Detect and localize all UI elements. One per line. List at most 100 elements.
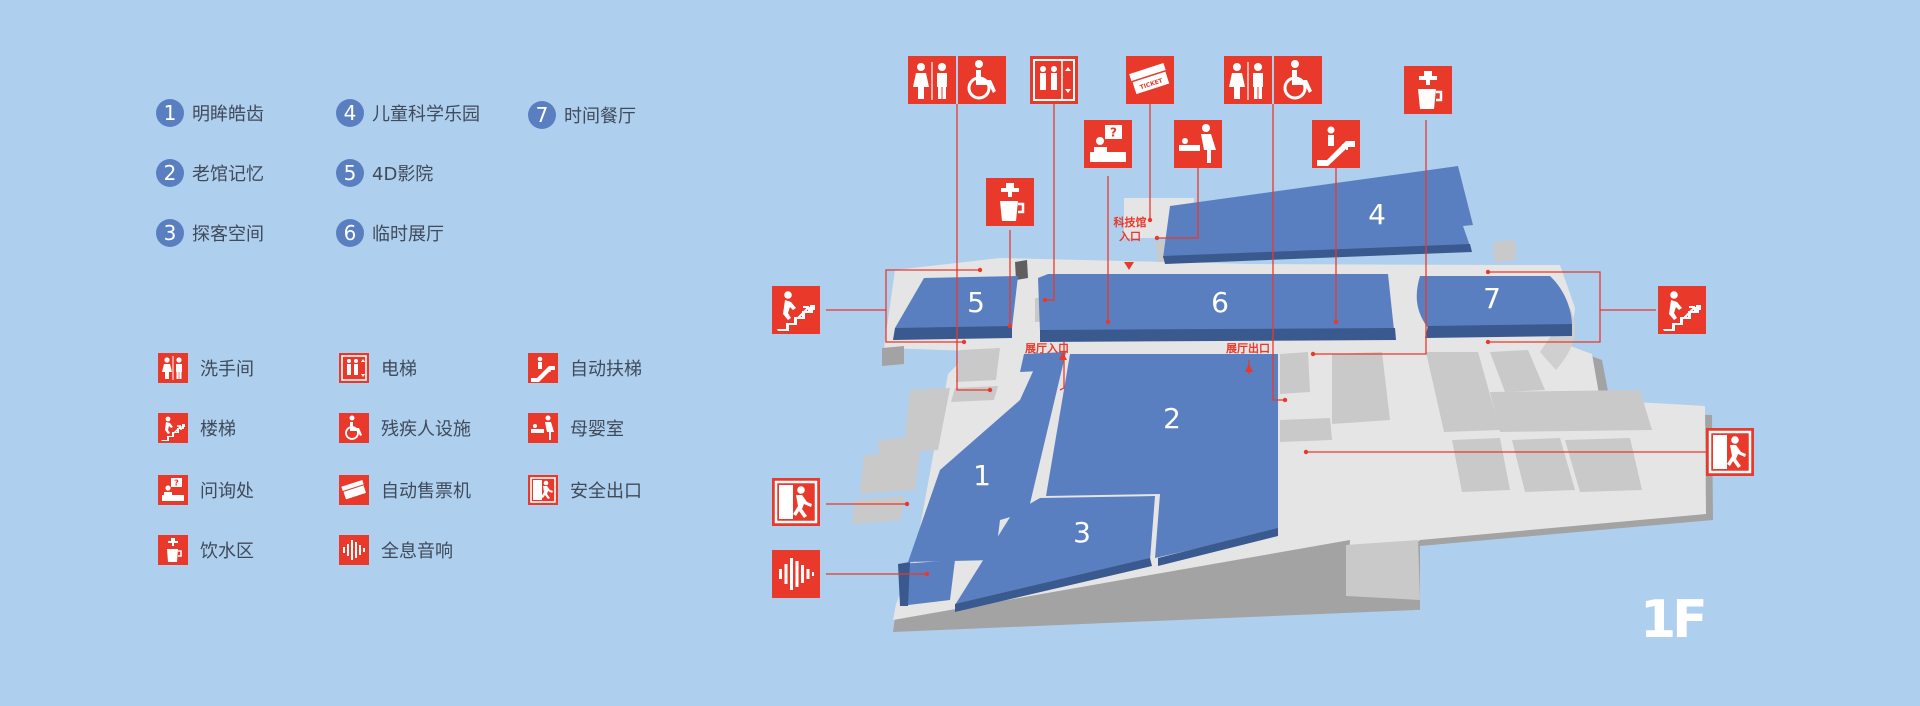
holographic-audio-icon bbox=[772, 550, 820, 598]
legend-stairs: 楼梯 bbox=[158, 413, 236, 443]
accessibility-icon bbox=[1274, 56, 1322, 104]
map-zone-number-5: 5 bbox=[967, 286, 985, 319]
hall-exit-label: 展厅出口 bbox=[1225, 341, 1270, 355]
legend-information: ? 问询处 bbox=[158, 475, 254, 505]
facility-label: 自动扶梯 bbox=[570, 359, 642, 380]
ticket-machine-icon: TICKET bbox=[1126, 56, 1174, 104]
facility-label: 自动售票机 bbox=[381, 481, 471, 502]
map-icon-restroom-accessible-right bbox=[1224, 56, 1322, 104]
map-icon-emergency-exit-left bbox=[772, 478, 820, 526]
accessibility-icon bbox=[958, 56, 1006, 104]
emergency-exit-icon bbox=[772, 478, 820, 526]
floor-indicator: 1F bbox=[1640, 590, 1708, 650]
legend-ticket-machine: 自动售票机 bbox=[339, 475, 471, 505]
map-zone-number-2: 2 bbox=[1163, 402, 1181, 435]
map-icon-escalator-top bbox=[1312, 120, 1360, 168]
emergency-exit-icon bbox=[1706, 428, 1754, 476]
zone-legend-item-3: 3 探客空间 bbox=[156, 219, 264, 247]
zone-number-badge: 3 bbox=[156, 219, 184, 247]
zone-number-badge: 4 bbox=[336, 99, 364, 127]
zone-label: 4D影院 bbox=[372, 164, 434, 185]
restroom-icon bbox=[1224, 56, 1272, 104]
accessibility-icon bbox=[339, 413, 369, 443]
zone-area-7 bbox=[1416, 276, 1572, 338]
legend-accessibility: 残疾人设施 bbox=[339, 413, 471, 443]
exhibition-zones bbox=[893, 166, 1572, 612]
hall-entrance-label: 展厅入口 bbox=[1024, 342, 1069, 355]
information-desk-icon: ? bbox=[1084, 120, 1132, 168]
drinking-water-icon bbox=[986, 178, 1034, 226]
leader-lines bbox=[826, 100, 1706, 575]
stairs-icon bbox=[772, 286, 820, 334]
science-museum-entrance-label-1: 科技馆 bbox=[1114, 215, 1147, 229]
map-zone-number-4: 4 bbox=[1368, 198, 1386, 231]
map-icon-drinking-water-left bbox=[986, 178, 1034, 226]
zone-area-3 bbox=[955, 496, 1155, 612]
map-icon-baby-care bbox=[1174, 120, 1222, 168]
zone-legend-item-5: 5 4D影院 bbox=[336, 159, 433, 187]
svg-text:?: ? bbox=[174, 479, 179, 488]
facility-label: 全息音响 bbox=[381, 541, 453, 562]
science-museum-entrance-label-2: 入口 bbox=[1119, 230, 1141, 243]
baby-care-room-icon bbox=[1174, 120, 1222, 168]
restroom-icon bbox=[158, 353, 188, 383]
zone-number-badge: 6 bbox=[336, 219, 364, 247]
facility-label: 洗手间 bbox=[200, 359, 254, 380]
escalator-icon bbox=[1312, 120, 1360, 168]
facility-label: 饮水区 bbox=[200, 541, 254, 562]
facility-label: 电梯 bbox=[381, 359, 417, 380]
zone-legend-item-7: 7 时间餐厅 bbox=[528, 101, 636, 129]
stairs-icon bbox=[158, 413, 188, 443]
zone-number-badge: 1 bbox=[156, 99, 184, 127]
map-zone-number-1: 1 bbox=[973, 459, 991, 492]
map-labels: 科技馆 入口 展厅入口 展厅出口 bbox=[1024, 215, 1270, 355]
zone-legend-item-6: 6 临时展厅 bbox=[336, 219, 444, 247]
map-icon-stairs-left bbox=[772, 286, 820, 334]
map-zone-number-6: 6 bbox=[1211, 286, 1229, 319]
baby-care-room-icon bbox=[528, 413, 558, 443]
emergency-exit-icon bbox=[528, 475, 558, 505]
ticket-machine-icon bbox=[339, 475, 369, 505]
map-icon-elevator bbox=[1030, 56, 1078, 104]
legend-baby-care: 母婴室 bbox=[528, 413, 624, 443]
information-desk-icon: ? bbox=[158, 475, 188, 505]
legend-escalator: 自动扶梯 bbox=[528, 353, 642, 383]
map-icon-holographic-audio bbox=[772, 550, 820, 598]
map-icon-drinking-water-top bbox=[1404, 66, 1452, 114]
zone-label: 时间餐厅 bbox=[564, 106, 636, 127]
holographic-audio-icon bbox=[339, 535, 369, 565]
map-zone-numbers: 1 2 3 4 5 6 7 bbox=[967, 198, 1501, 549]
zone-number-badge: 5 bbox=[336, 159, 364, 187]
map-zone-number-3: 3 bbox=[1073, 516, 1091, 549]
facility-label: 残疾人设施 bbox=[381, 419, 471, 440]
leader-dots bbox=[904, 217, 1491, 577]
zone-label: 临时展厅 bbox=[372, 224, 444, 245]
legend-emergency-exit: 安全出口 bbox=[528, 475, 642, 505]
svg-text:?: ? bbox=[1110, 126, 1117, 140]
legend-restroom: 洗手间 bbox=[158, 353, 254, 383]
zone-label: 儿童科学乐园 bbox=[372, 104, 480, 125]
facility-label: 问询处 bbox=[200, 481, 254, 502]
zone-number-badge: 7 bbox=[528, 101, 556, 129]
legend-elevator: 电梯 bbox=[339, 353, 417, 383]
map-icon-stairs-right bbox=[1658, 286, 1706, 334]
map-icon-emergency-exit-right bbox=[1706, 428, 1754, 476]
facility-label: 安全出口 bbox=[570, 481, 642, 502]
zone-area-2 bbox=[1046, 354, 1278, 558]
map-zone-number-7: 7 bbox=[1483, 282, 1501, 315]
facility-label: 母婴室 bbox=[570, 419, 624, 440]
zone-label: 探客空间 bbox=[192, 224, 264, 245]
restroom-icon bbox=[908, 56, 956, 104]
drinking-water-icon bbox=[1404, 66, 1452, 114]
zone-legend-item-4: 4 儿童科学乐园 bbox=[336, 99, 480, 127]
elevator-icon bbox=[1030, 56, 1078, 104]
map-icon-information: ? bbox=[1084, 120, 1132, 168]
escalator-icon bbox=[528, 353, 558, 383]
legend-drinking-water: 饮水区 bbox=[158, 535, 254, 565]
map-icon-ticket-machine: TICKET bbox=[1126, 56, 1174, 104]
zone-label: 老馆记忆 bbox=[192, 164, 264, 185]
zone-area-6 bbox=[1038, 274, 1396, 342]
